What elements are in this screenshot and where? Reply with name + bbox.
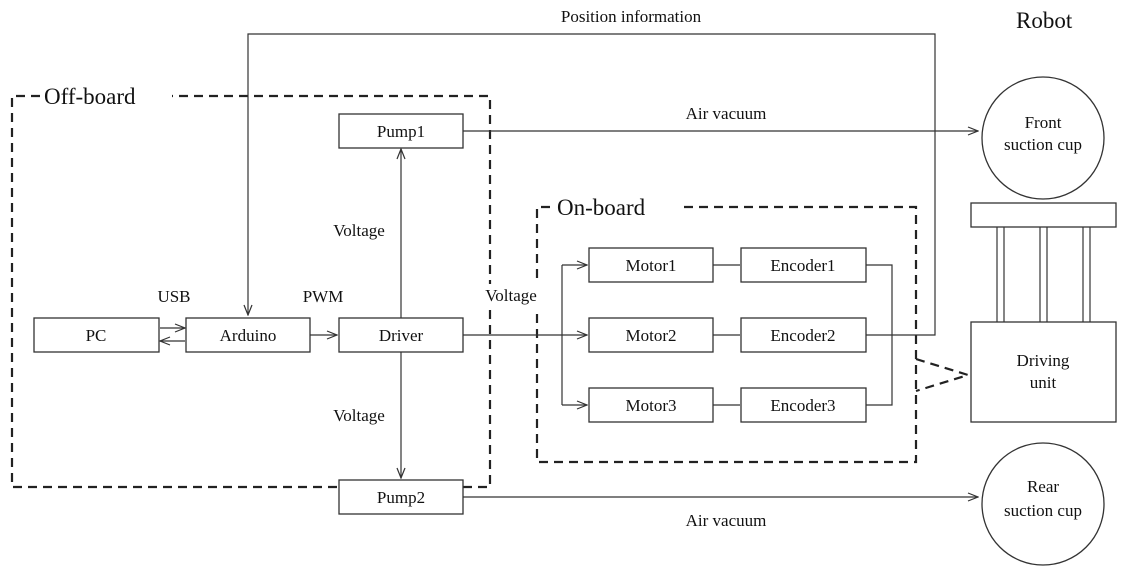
encoder2-block-label: Encoder2: [770, 326, 835, 345]
on-board-to-driving-unit-callout: [915, 357, 972, 393]
pwm-label: PWM: [303, 287, 344, 306]
rear-cup-label-line1: Rear: [1027, 477, 1059, 496]
encoder3-block-label: Encoder3: [770, 396, 835, 415]
rear-cup-label-line2: suction cup: [1004, 501, 1082, 520]
front-suction-cup: [981, 76, 1105, 200]
position-information-arrow: [248, 33, 936, 336]
usb-label: USB: [157, 287, 190, 306]
encoder2-block: [740, 317, 867, 353]
motor2-block-label: Motor2: [626, 326, 677, 345]
arduino-block-label: Arduino: [220, 326, 277, 345]
arduino-block: [185, 317, 311, 353]
driving-unit-label-line1: Driving: [1017, 351, 1070, 370]
on-board-boundary: [535, 205, 918, 464]
rear-suction-cup: [981, 442, 1105, 566]
driving-unit-label-line2: unit: [1030, 373, 1057, 392]
off-board-label: Off-board: [44, 84, 136, 109]
pump1-block: [338, 113, 464, 149]
front-cup-label-line2: suction cup: [1004, 135, 1082, 154]
air-vacuum-bottom-label: Air vacuum: [686, 511, 767, 530]
off-board-boundary: [10, 94, 492, 489]
motor2-block: [588, 317, 714, 353]
voltage-down-label-bg: [325, 404, 397, 428]
motor3-block: [588, 387, 714, 423]
voltage-down-label: Voltage: [333, 406, 385, 425]
encoder1-block-label: Encoder1: [770, 256, 835, 275]
pump1-block-label: Pump1: [377, 122, 425, 141]
encoder1-block: [740, 247, 867, 283]
air-vacuum-top-label: Air vacuum: [686, 104, 767, 123]
motor3-block-label: Motor3: [626, 396, 677, 415]
on-board-label: On-board: [557, 195, 646, 220]
pump2-block: [338, 479, 464, 515]
voltage-right-label: Voltage: [485, 286, 537, 305]
robot-top-plate: [970, 202, 1117, 228]
robot-label: Robot: [1016, 8, 1073, 33]
driving-unit: [970, 321, 1117, 423]
voltage-up-label: Voltage: [333, 221, 385, 240]
encoder3-block: [740, 387, 867, 423]
voltage-up-label-bg: [325, 219, 397, 243]
driver-block-label: Driver: [379, 326, 424, 345]
pc-block-label: PC: [86, 326, 107, 345]
driver-block: [338, 317, 464, 353]
pump2-block-label: Pump2: [377, 488, 425, 507]
pc-block: [33, 317, 160, 353]
motor1-block: [588, 247, 714, 283]
voltage-right-label-bg: [474, 284, 550, 308]
motor1-block-label: Motor1: [626, 256, 677, 275]
front-cup-label-line1: Front: [1025, 113, 1062, 132]
position-information-label: Position information: [561, 7, 702, 26]
